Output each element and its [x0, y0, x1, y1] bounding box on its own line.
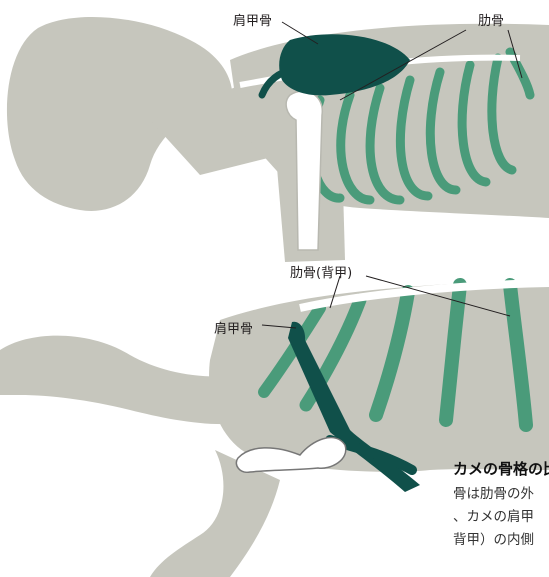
caption-line: 、カメの肩甲 — [453, 506, 549, 529]
caption-body: 骨は肋骨の外 、カメの肩甲 背甲）の内側 — [453, 483, 549, 552]
caption-line: 骨は肋骨の外 — [453, 483, 549, 506]
caption-title: カメの骨格の比較 — [453, 458, 549, 479]
human-scapula-label: 肩甲骨 — [233, 10, 272, 29]
caption-line: 背甲）の内側 — [453, 529, 549, 552]
human-figure — [7, 17, 549, 262]
caption: カメの骨格の比較 骨は肋骨の外 、カメの肩甲 背甲）の内側 — [453, 458, 549, 552]
turtle-rib-carapace-label: 肋骨(背甲) — [290, 262, 352, 281]
turtle-body-silhouette — [209, 280, 549, 472]
human-rib-label: 肋骨 — [478, 10, 504, 29]
turtle-scapula-label: 肩甲骨 — [214, 318, 253, 337]
